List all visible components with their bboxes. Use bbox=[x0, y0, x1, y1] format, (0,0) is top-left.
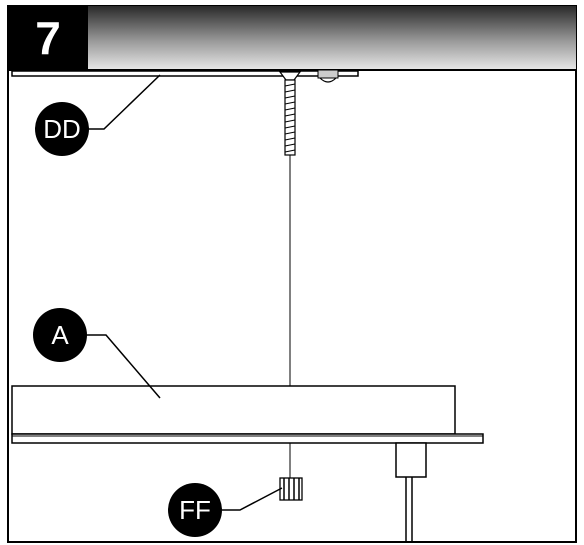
side-leg bbox=[395, 442, 427, 542]
step-number: 7 bbox=[8, 6, 88, 70]
callout-a: A bbox=[33, 308, 87, 362]
leader-dd bbox=[88, 74, 161, 130]
callout-ff-label: FF bbox=[179, 495, 211, 525]
panel-dd bbox=[11, 69, 359, 83]
callout-dd: DD bbox=[35, 102, 89, 156]
header-bar bbox=[88, 6, 576, 70]
leader-ff bbox=[222, 487, 283, 511]
bolt bbox=[278, 71, 302, 156]
callout-dd-label: DD bbox=[43, 114, 81, 144]
fitting-ff bbox=[279, 477, 303, 501]
leader-a bbox=[86, 334, 161, 399]
callout-a-label: A bbox=[51, 320, 69, 350]
callout-ff: FF bbox=[168, 483, 222, 537]
panel-a bbox=[11, 385, 484, 444]
